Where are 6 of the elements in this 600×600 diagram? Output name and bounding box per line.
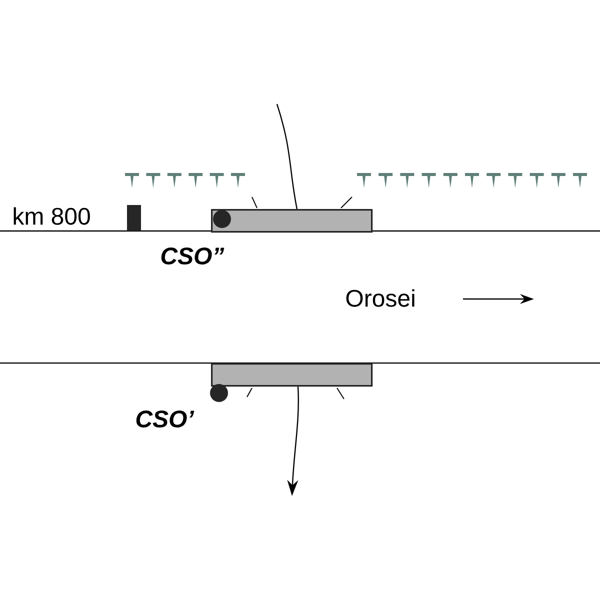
- outlet-label: CSO’: [136, 410, 194, 428]
- outlet-label: CSO”: [161, 248, 224, 264]
- bridge-bar: [211, 363, 373, 387]
- km-label: km 800: [14, 207, 90, 225]
- place-label: Orosei: [346, 289, 414, 307]
- bridge-bar: [211, 209, 373, 233]
